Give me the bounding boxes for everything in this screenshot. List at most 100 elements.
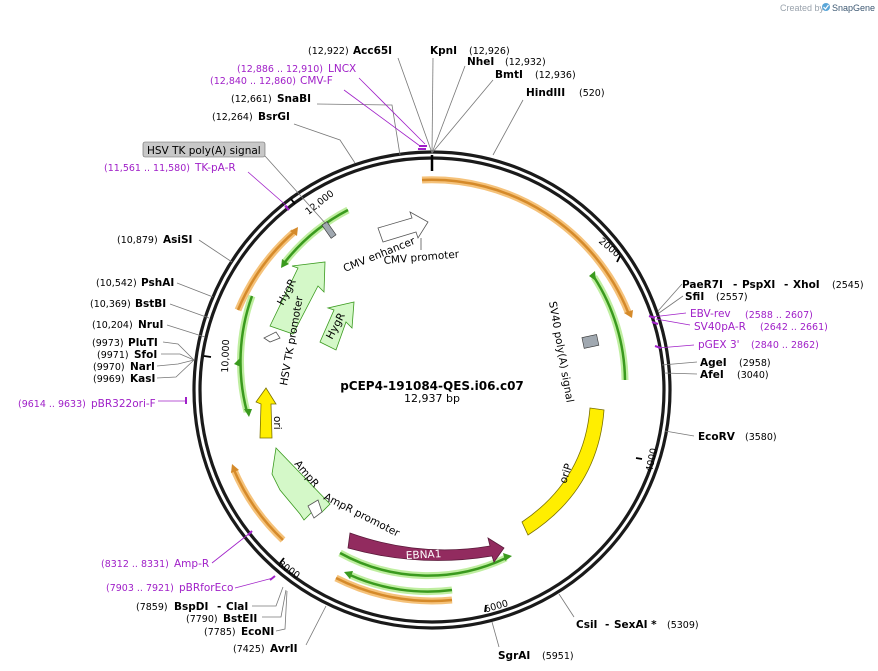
enzyme-acc65i-pos: (12,922) bbox=[308, 46, 349, 57]
snapgene-brand: SnapGene bbox=[832, 3, 875, 13]
enzyme-ecorv-pos: (3580) bbox=[745, 432, 777, 443]
enzyme-bstbi[interactable]: BstBI bbox=[135, 298, 166, 310]
enzyme-avrii[interactable]: AvrII bbox=[270, 643, 298, 655]
orip-arc[interactable] bbox=[521, 407, 605, 536]
enzyme-nrui-pos: (10,204) bbox=[92, 320, 133, 331]
enzyme-paer7i-sep: - bbox=[733, 279, 737, 291]
enzyme-bspdi[interactable]: BspDI bbox=[174, 601, 208, 613]
enzyme-ecorv[interactable]: EcoRV bbox=[698, 431, 736, 443]
primer-sv40par[interactable]: SV40pA-R bbox=[694, 321, 746, 333]
primer-pbrfor-pos: (7903 .. 7921) bbox=[106, 583, 174, 594]
primer-ampr[interactable]: Amp-R bbox=[174, 558, 209, 570]
sv40-polya-label: SV40 poly(A) signal bbox=[546, 300, 576, 403]
enzyme-sfoi-pos: (9971) bbox=[97, 350, 129, 361]
enzyme-paer7i[interactable]: PaeR7I bbox=[682, 279, 723, 291]
enzyme-csii-pos: (5309) bbox=[667, 620, 699, 631]
enzyme-econi[interactable]: EcoNI bbox=[241, 626, 274, 638]
enzyme-sgrai-pos: (5951) bbox=[542, 651, 574, 662]
enzyme-kasi[interactable]: KasI bbox=[130, 373, 155, 385]
primer-marks bbox=[185, 145, 662, 581]
ampr-promoter-label: AmpR promoter bbox=[322, 491, 402, 540]
primer-sv40par-pos: (2642 .. 2661) bbox=[760, 322, 828, 333]
enzyme-afei[interactable]: AfeI bbox=[700, 369, 724, 381]
primer-pbr322-pos: (9614 .. 9633) bbox=[18, 399, 86, 410]
hsvtk-polya-callout-label: HSV TK poly(A) signal bbox=[147, 145, 261, 157]
enzyme-sgrai[interactable]: SgrAI bbox=[498, 650, 530, 662]
hygr-arrow-inner[interactable] bbox=[319, 301, 355, 351]
enzyme-nrui[interactable]: NruI bbox=[138, 319, 163, 331]
ori-arrow[interactable] bbox=[255, 387, 277, 439]
enzyme-bspdi-pos: (7859) bbox=[136, 602, 168, 613]
enzyme-pluti-pos: (9973) bbox=[92, 338, 124, 349]
ampr-promoter-arrow[interactable] bbox=[307, 499, 323, 519]
hsvtk-polya-leader bbox=[264, 155, 327, 225]
ebna1-label: EBNA1 bbox=[406, 548, 442, 562]
hsvtk-polya-mark[interactable] bbox=[321, 221, 337, 239]
enzyme-agei[interactable]: AgeI bbox=[700, 357, 727, 369]
plasmid-length: 12,937 bp bbox=[404, 392, 460, 405]
enzyme-sfii-pos: (2557) bbox=[716, 292, 748, 303]
enzyme-nari[interactable]: NarI bbox=[130, 361, 155, 373]
enzyme-sfii[interactable]: SfiI bbox=[685, 291, 704, 303]
enzyme-pluti[interactable]: PluTI bbox=[128, 337, 158, 349]
enzyme-xhoi-pos: (2545) bbox=[832, 280, 864, 291]
enzyme-kasi-pos: (9969) bbox=[93, 374, 125, 385]
enzyme-pspxi-sep: - bbox=[784, 279, 788, 291]
primer-lncx-pos: (12,886 .. 12,910) bbox=[237, 64, 323, 75]
enzyme-nhei-pos: (12,932) bbox=[505, 57, 546, 68]
primer-lncx[interactable]: LNCX bbox=[328, 63, 356, 75]
primer-ampr-pos: (8312 .. 8331) bbox=[101, 559, 169, 570]
enzyme-clai[interactable]: ClaI bbox=[226, 601, 248, 613]
sv40-polya-mark[interactable] bbox=[581, 334, 600, 349]
enzyme-asisi[interactable]: AsiSI bbox=[163, 234, 192, 246]
ori-label: ori bbox=[271, 416, 283, 430]
enzyme-kpni[interactable]: KpnI bbox=[430, 45, 457, 57]
enzyme-bsteii[interactable]: BstEII bbox=[223, 613, 257, 625]
hsv-tk-promoter-arrow[interactable] bbox=[263, 331, 281, 343]
enzyme-bsrgi-pos: (12,264) bbox=[212, 112, 253, 123]
enzyme-sexai[interactable]: SexAI * bbox=[614, 619, 657, 631]
enzyme-xhoi[interactable]: XhoI bbox=[793, 279, 820, 291]
enzyme-pspxi[interactable]: PspXI bbox=[742, 279, 775, 291]
enzyme-bmti[interactable]: BmtI bbox=[495, 69, 523, 81]
primer-cmvf[interactable]: CMV-F bbox=[300, 75, 333, 87]
enzyme-avrii-pos: (7425) bbox=[233, 644, 265, 655]
enzyme-nhei[interactable]: NheI bbox=[467, 56, 494, 68]
cmv-enhancer-arrow[interactable] bbox=[377, 211, 429, 243]
enzyme-labels: (12,922) Acc65I KpnI (12,926) NheI (12,9… bbox=[90, 45, 864, 662]
tick-label-10000: 10,000 bbox=[220, 339, 232, 373]
primer-pbr322[interactable]: pBR322ori-F bbox=[91, 398, 156, 410]
enzyme-snabi-pos: (12,661) bbox=[231, 94, 272, 105]
enzyme-hindiii[interactable]: HindIII bbox=[526, 87, 565, 99]
primer-pbrfor[interactable]: pBRforEco bbox=[179, 582, 233, 594]
snapgene-logo-icon bbox=[822, 3, 830, 11]
enzyme-snabi[interactable]: SnaBI bbox=[277, 93, 311, 105]
enzyme-hindiii-pos: (520) bbox=[579, 88, 605, 99]
enzyme-pshai-pos: (10,542) bbox=[96, 278, 137, 289]
primer-ebvrev[interactable]: EBV-rev bbox=[690, 308, 731, 320]
enzyme-pshai[interactable]: PshAI bbox=[141, 277, 174, 289]
enzyme-bsrgi[interactable]: BsrGI bbox=[258, 111, 290, 123]
primer-pgex3-pos: (2840 .. 2862) bbox=[751, 340, 819, 351]
enzyme-asisi-pos: (10,879) bbox=[117, 235, 158, 246]
enzyme-csii[interactable]: CsiI bbox=[576, 619, 597, 631]
enzyme-bmti-pos: (12,936) bbox=[535, 70, 576, 81]
enzyme-acc65i[interactable]: Acc65I bbox=[353, 45, 392, 57]
primer-pgex3[interactable]: pGEX 3' bbox=[698, 339, 740, 351]
primer-leaders bbox=[158, 77, 695, 589]
enzyme-afei-pos: (3040) bbox=[737, 370, 769, 381]
created-by-text: Created by bbox=[780, 3, 825, 13]
primer-tkpar[interactable]: TK-pA-R bbox=[194, 162, 236, 174]
tick-marks bbox=[203, 198, 643, 613]
hygr-arrow-outer[interactable] bbox=[269, 261, 326, 335]
hsvtk-polya-callout[interactable] bbox=[142, 141, 266, 158]
enzyme-agei-pos: (2958) bbox=[739, 358, 771, 369]
enzyme-sfoi[interactable]: SfoI bbox=[134, 349, 157, 361]
primer-tkpar-pos: (11,561 .. 11,580) bbox=[104, 163, 190, 174]
enzyme-leaders bbox=[156, 57, 698, 648]
enzyme-kpni-pos: (12,926) bbox=[469, 46, 510, 57]
tick-label-4000: 4000 bbox=[644, 447, 660, 473]
enzyme-bsteii-pos: (7790) bbox=[186, 614, 218, 625]
ebna1-arrow[interactable] bbox=[347, 532, 505, 563]
